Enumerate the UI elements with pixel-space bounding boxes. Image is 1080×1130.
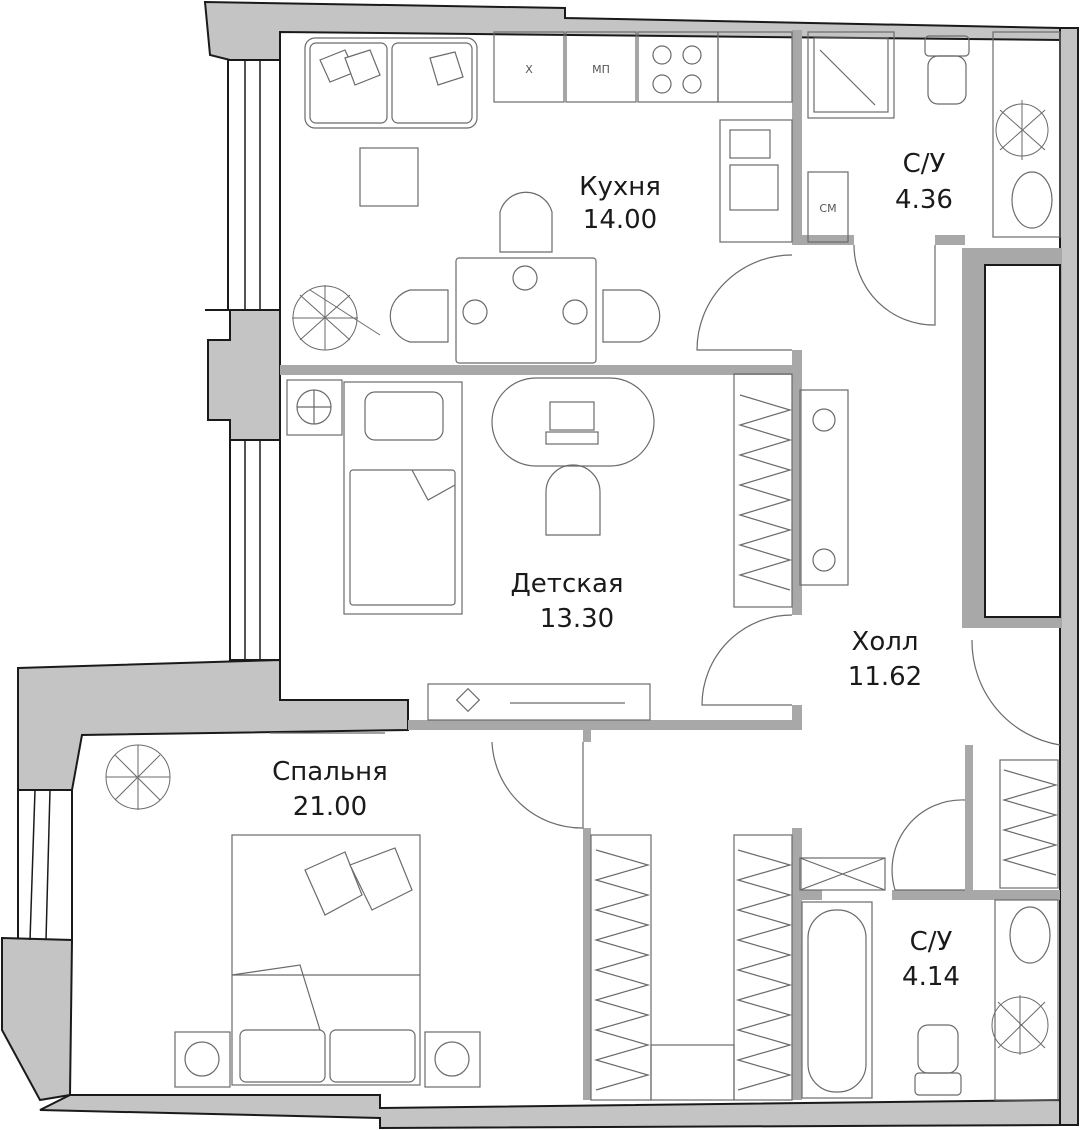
toilet-icon [924, 35, 970, 105]
bath2-area: 4.14 [902, 962, 960, 992]
tv-unit [427, 683, 651, 721]
dishwasher-label: МП [592, 63, 610, 76]
plant-icon [995, 100, 1049, 160]
chair-icon [545, 464, 601, 536]
sink-icon [719, 119, 793, 243]
lamp-icon [174, 1031, 231, 1088]
bath2-name: С/У [910, 927, 953, 957]
shelf [799, 389, 849, 586]
vanity [994, 899, 1059, 1101]
kids-furniture [286, 373, 849, 721]
washer-icon [807, 171, 849, 243]
lamp-icon [424, 1031, 481, 1088]
bath1-area: 4.36 [895, 185, 953, 215]
kitchen-area: 14.00 [583, 205, 657, 235]
bathtub-icon [801, 901, 873, 1099]
kitchen-name: Кухня [579, 172, 661, 202]
sink-icon [1009, 906, 1051, 964]
kids-name: Детская [510, 569, 623, 599]
bedroom-name: Спальня [272, 757, 388, 787]
sink-icon [1011, 171, 1053, 229]
coffee-table [359, 147, 419, 207]
bed-icon [231, 834, 421, 1086]
shower-icon [807, 31, 895, 119]
sofa-icon [304, 37, 478, 129]
wardrobe-icon [733, 373, 793, 608]
fridge-label: Х [525, 63, 533, 76]
door-icon [491, 244, 1061, 891]
bath2-furniture [799, 759, 1059, 1101]
lamp-icon [286, 379, 343, 436]
plant-icon [105, 744, 171, 810]
bath1-furniture: СМ [807, 31, 1061, 243]
laptop-icon [545, 401, 599, 445]
dishwasher-icon [565, 31, 637, 103]
wardrobe-icon [590, 834, 793, 1101]
bedroom-furniture [105, 732, 793, 1101]
kids-area: 13.30 [540, 604, 614, 634]
plant-icon [991, 995, 1049, 1055]
stove-icon [637, 31, 719, 103]
fridge-icon [493, 31, 565, 103]
kitchen-furniture: Х МП [292, 31, 793, 364]
room-labels: Кухня 14.00 С/У 4.36 Детская 13.30 Холл … [272, 149, 960, 992]
hall-name: Холл [852, 627, 919, 657]
desk-icon [491, 377, 655, 467]
bed-icon [343, 381, 463, 615]
wardrobe-icon [799, 759, 1059, 891]
chair-icon [389, 191, 661, 343]
plant-icon [292, 285, 381, 351]
inner-walls [280, 30, 1060, 1100]
toilet-icon [914, 1024, 962, 1096]
washer-label: СМ [819, 202, 836, 215]
bedroom-area: 21.00 [293, 792, 367, 822]
bath1-name: С/У [903, 149, 946, 179]
table-icon [455, 257, 597, 364]
vanity [992, 31, 1061, 238]
hall-area: 11.62 [848, 662, 922, 692]
